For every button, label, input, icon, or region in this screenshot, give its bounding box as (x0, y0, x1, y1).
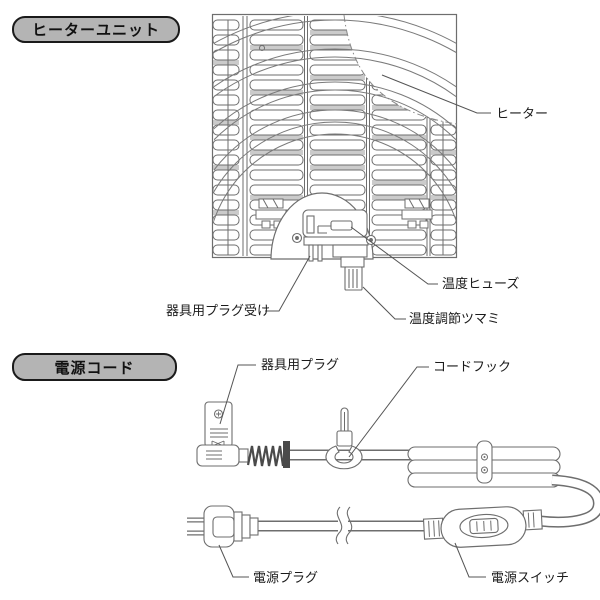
label-thermal-fuse: 温度ヒューズ (442, 276, 520, 291)
leader-thermal-fuse (350, 226, 438, 285)
heater-leader-lines (265, 74, 491, 320)
cord-break-mark (335, 506, 353, 545)
power-cord-badge: 電源コード (12, 353, 177, 381)
cutaway-boundary-line (343, 14, 458, 125)
appliance-plug-part (196, 401, 290, 468)
grille-cutaway (344, 15, 457, 124)
label-appliance-plug: 器具用プラグ (261, 357, 340, 372)
knob-block (332, 244, 368, 258)
leader-plug-socket (265, 255, 311, 312)
label-heater: ヒーター (496, 106, 549, 121)
capacitor (306, 215, 315, 234)
leader-power-switch (454, 542, 486, 578)
grille-screw (259, 45, 265, 51)
socket-pin (317, 244, 323, 262)
control-box (291, 209, 377, 291)
leader-appliance-plug (219, 364, 256, 425)
cord-leader-lines (218, 364, 486, 578)
cord-run-2 (539, 476, 600, 527)
strain-spring (246, 445, 285, 467)
power-switch-part (422, 506, 543, 548)
leader-cord-hook (348, 366, 429, 458)
power-plug-part (187, 505, 259, 548)
label-power-switch: 電源スイッチ (491, 570, 570, 585)
power-cord-drawing (187, 364, 600, 578)
label-appliance-plug-socket: 器具用プラグ受け (166, 303, 271, 318)
heater-unit-badge: ヒーターユニット (12, 16, 180, 43)
mount-plate (303, 236, 369, 246)
leader-temperature-knob (362, 286, 406, 320)
knob-mount (340, 256, 365, 268)
label-cord-hook: コードフック (433, 359, 512, 374)
label-temperature-knob: 温度調節ツマミ (409, 311, 501, 326)
label-power-plug: 電源プラグ (253, 570, 319, 585)
cord-hook-part (325, 407, 363, 470)
leader-heater (381, 74, 491, 114)
heater-unit-drawing (211, 13, 491, 320)
thermal-fuse-part (330, 220, 353, 231)
coil-clip (476, 440, 493, 484)
socket-pin (308, 244, 314, 262)
heater-arcs (214, 16, 456, 222)
leader-power-plug (218, 544, 249, 578)
